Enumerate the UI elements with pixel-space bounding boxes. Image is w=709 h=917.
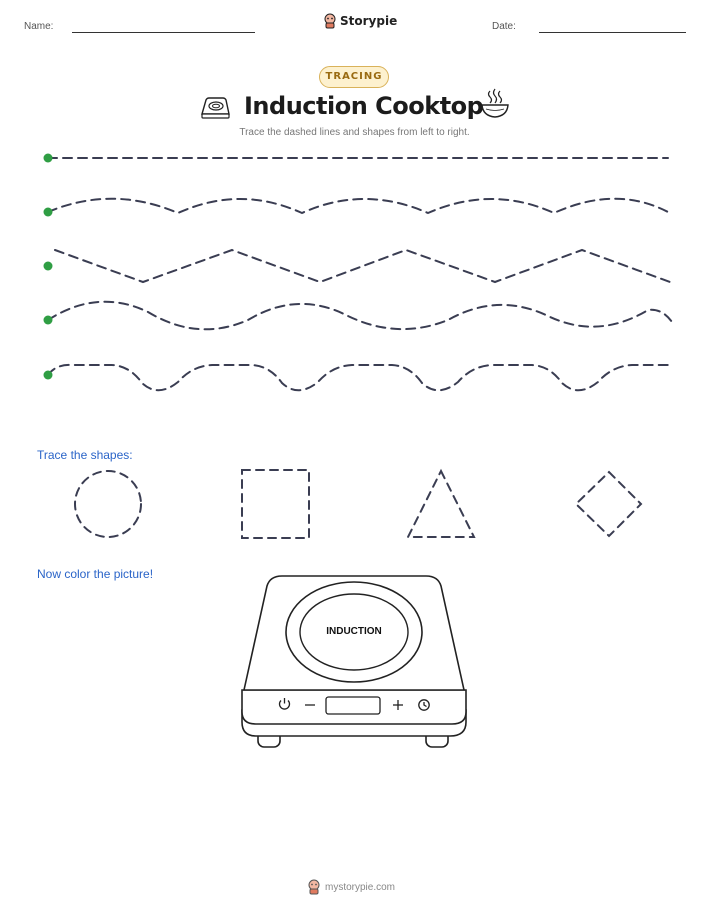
footer-site[interactable]: mystorypie.com: [325, 881, 396, 893]
name-line[interactable]: [72, 32, 255, 33]
trace-line-arches: [47, 197, 669, 215]
trace-line-zigzag: [54, 248, 671, 284]
trace-triangle: [406, 468, 476, 538]
tracing-badge: TRACING: [319, 66, 389, 88]
trace-diamond: [574, 470, 643, 538]
cooktop-front-panel: [241, 689, 467, 725]
tracing-lines: [43, 153, 673, 392]
storypie-logo-icon: [324, 13, 336, 29]
brand-name: Storypie: [340, 14, 398, 28]
trace-line-wave: [47, 300, 673, 331]
color-section-label: Now color the picture!: [37, 567, 154, 581]
trace-line-bumps: [47, 363, 673, 392]
page-subtitle: Trace the dashed lines and shapes from l…: [239, 127, 470, 138]
plus-icon: [393, 700, 403, 710]
cooktop-icon: [201, 97, 230, 119]
brand-header: Storypie: [323, 13, 397, 29]
tracing-shapes: [74, 468, 643, 539]
display-screen: [325, 696, 381, 715]
cooktop-coloring-picture: INDUCTION: [241, 575, 467, 748]
steaming-bowl-icon: [481, 88, 509, 118]
power-icon: [278, 698, 291, 710]
date-line[interactable]: [539, 32, 686, 33]
start-dot: [43, 207, 53, 217]
cooking-zone-inner: [299, 593, 409, 671]
date-label: Date:: [492, 21, 516, 32]
start-dot: [43, 370, 53, 380]
start-dot: [43, 153, 53, 163]
timer-icon: [418, 699, 430, 711]
footer: mystorypie.com: [307, 879, 395, 895]
trace-square: [241, 469, 310, 539]
shapes-section-label: Trace the shapes:: [37, 448, 133, 462]
storypie-logo-icon: [308, 879, 320, 895]
cooking-zone-outer: [285, 581, 423, 683]
name-label: Name:: [24, 21, 54, 32]
cooktop-label: INDUCTION: [326, 626, 382, 637]
start-dot: [43, 261, 53, 271]
page-title: Induction Cooktop: [244, 92, 484, 120]
start-dot: [43, 315, 53, 325]
trace-circle: [74, 470, 142, 538]
